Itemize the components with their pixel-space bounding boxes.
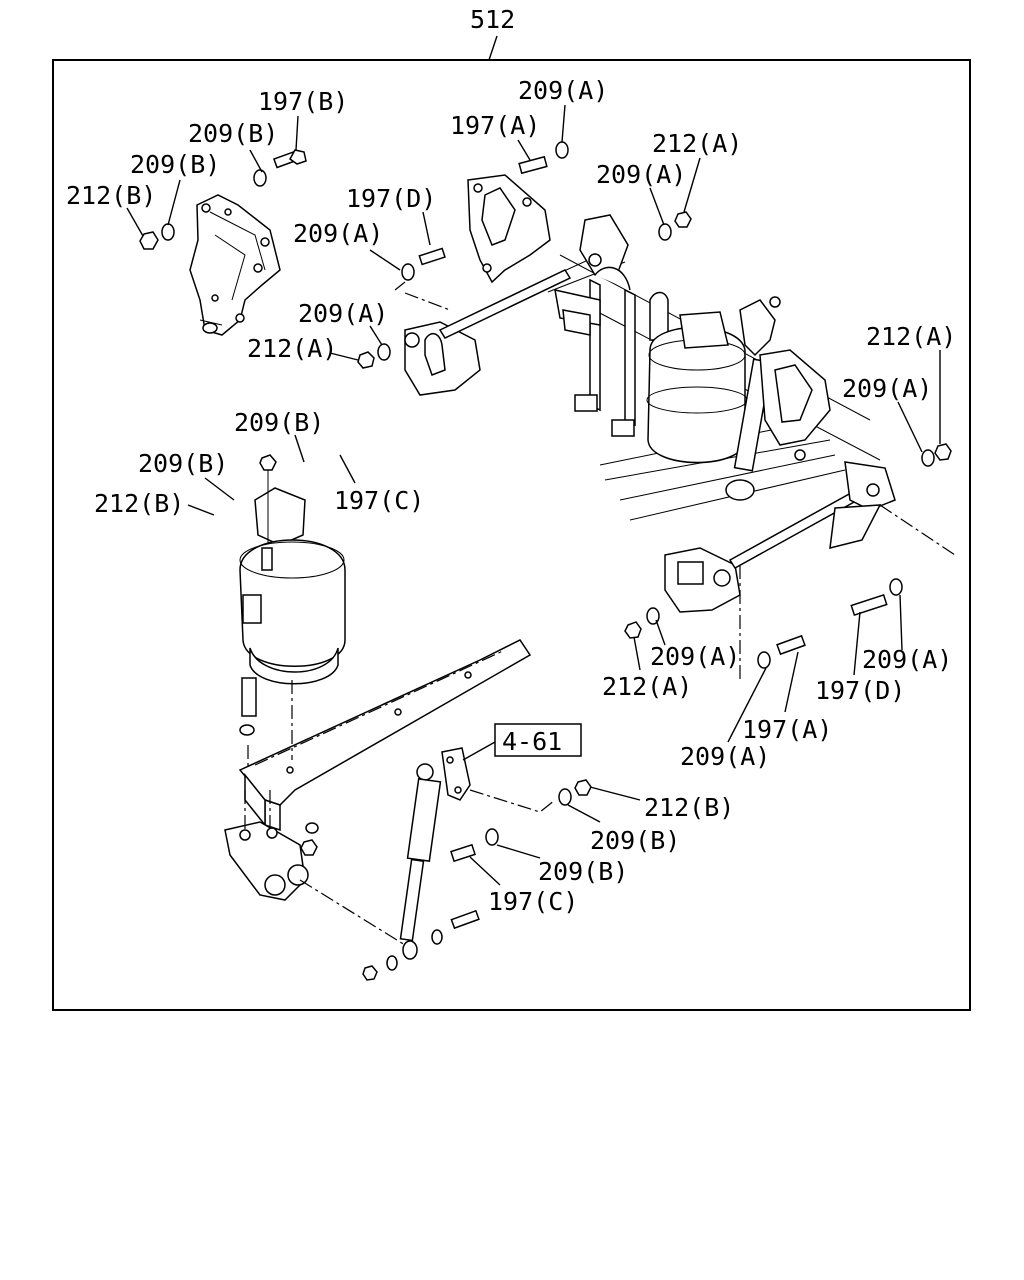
callout-209a-lower-3: 209(A) (680, 742, 770, 771)
callout-212b-lower: 212(B) (644, 793, 734, 822)
leader-dash-b (739, 504, 956, 680)
section-reference-label: 4-61 (502, 727, 562, 756)
callout-209a-left-1: 209(A) (293, 219, 383, 248)
callout-209a-lower-2: 209(A) (862, 645, 952, 674)
callout-212a-lower: 212(A) (602, 672, 692, 701)
callout-209b-upper-2: 209(B) (130, 150, 220, 179)
torque-rod-right (664, 461, 896, 613)
section-reference: 4-61 (494, 723, 582, 757)
callout-197a-lower: 197(A) (742, 715, 832, 744)
callout-labels: 197(B) 209(B) 209(B) 212(B) 209(A) 197(A… (66, 76, 956, 916)
leader-dash-a (394, 281, 451, 311)
callout-197d-lower: 197(D) (815, 676, 905, 705)
callout-209b-mid-1: 209(B) (234, 408, 324, 437)
callout-212a-top: 212(A) (652, 129, 742, 158)
callout-212a-left: 212(A) (247, 334, 337, 363)
callout-197b-upper: 197(B) (258, 87, 348, 116)
assembly-leader (488, 35, 498, 61)
callout-209a-right: 209(A) (842, 374, 932, 403)
hardware-upper-left (139, 149, 307, 250)
hardware-top-middle (518, 141, 692, 241)
callout-197c-lower: 197(C) (488, 887, 578, 916)
callout-209b-mid-2: 209(B) (138, 449, 228, 478)
callout-209b-lower-1: 209(B) (590, 826, 680, 855)
callout-197d-upper: 197(D) (346, 184, 436, 213)
callout-212a-right: 212(A) (866, 322, 956, 351)
leader-lines (126, 104, 941, 886)
hardware-right (624, 443, 952, 669)
hardware-left-mid (357, 343, 391, 369)
callout-212b-mid: 212(B) (94, 489, 184, 518)
upper-left-bracket (189, 194, 281, 336)
callout-209a-lower-1: 209(A) (650, 642, 740, 671)
callout-212b-upper: 212(B) (66, 181, 156, 210)
callout-209b-upper-1: 209(B) (188, 119, 278, 148)
torque-rod-left (401, 247, 572, 396)
air-spring-lower (239, 454, 346, 685)
callout-209a-top-right: 209(A) (596, 160, 686, 189)
shock-absorber-lower (299, 747, 592, 981)
callout-209a-top: 209(A) (518, 76, 608, 105)
callout-209a-left-2: 209(A) (298, 299, 388, 328)
central-axle-assembly (467, 174, 881, 521)
diagram-frame (52, 59, 971, 1011)
callout-197c-mid: 197(C) (334, 486, 424, 515)
section-reference-box (494, 723, 582, 757)
leaf-beam (238, 639, 532, 832)
callout-197a-top: 197(A) (450, 111, 540, 140)
assembly-number: 512 (470, 5, 515, 34)
callout-209b-lower-2: 209(B) (538, 857, 628, 886)
lower-bracket (224, 790, 319, 901)
